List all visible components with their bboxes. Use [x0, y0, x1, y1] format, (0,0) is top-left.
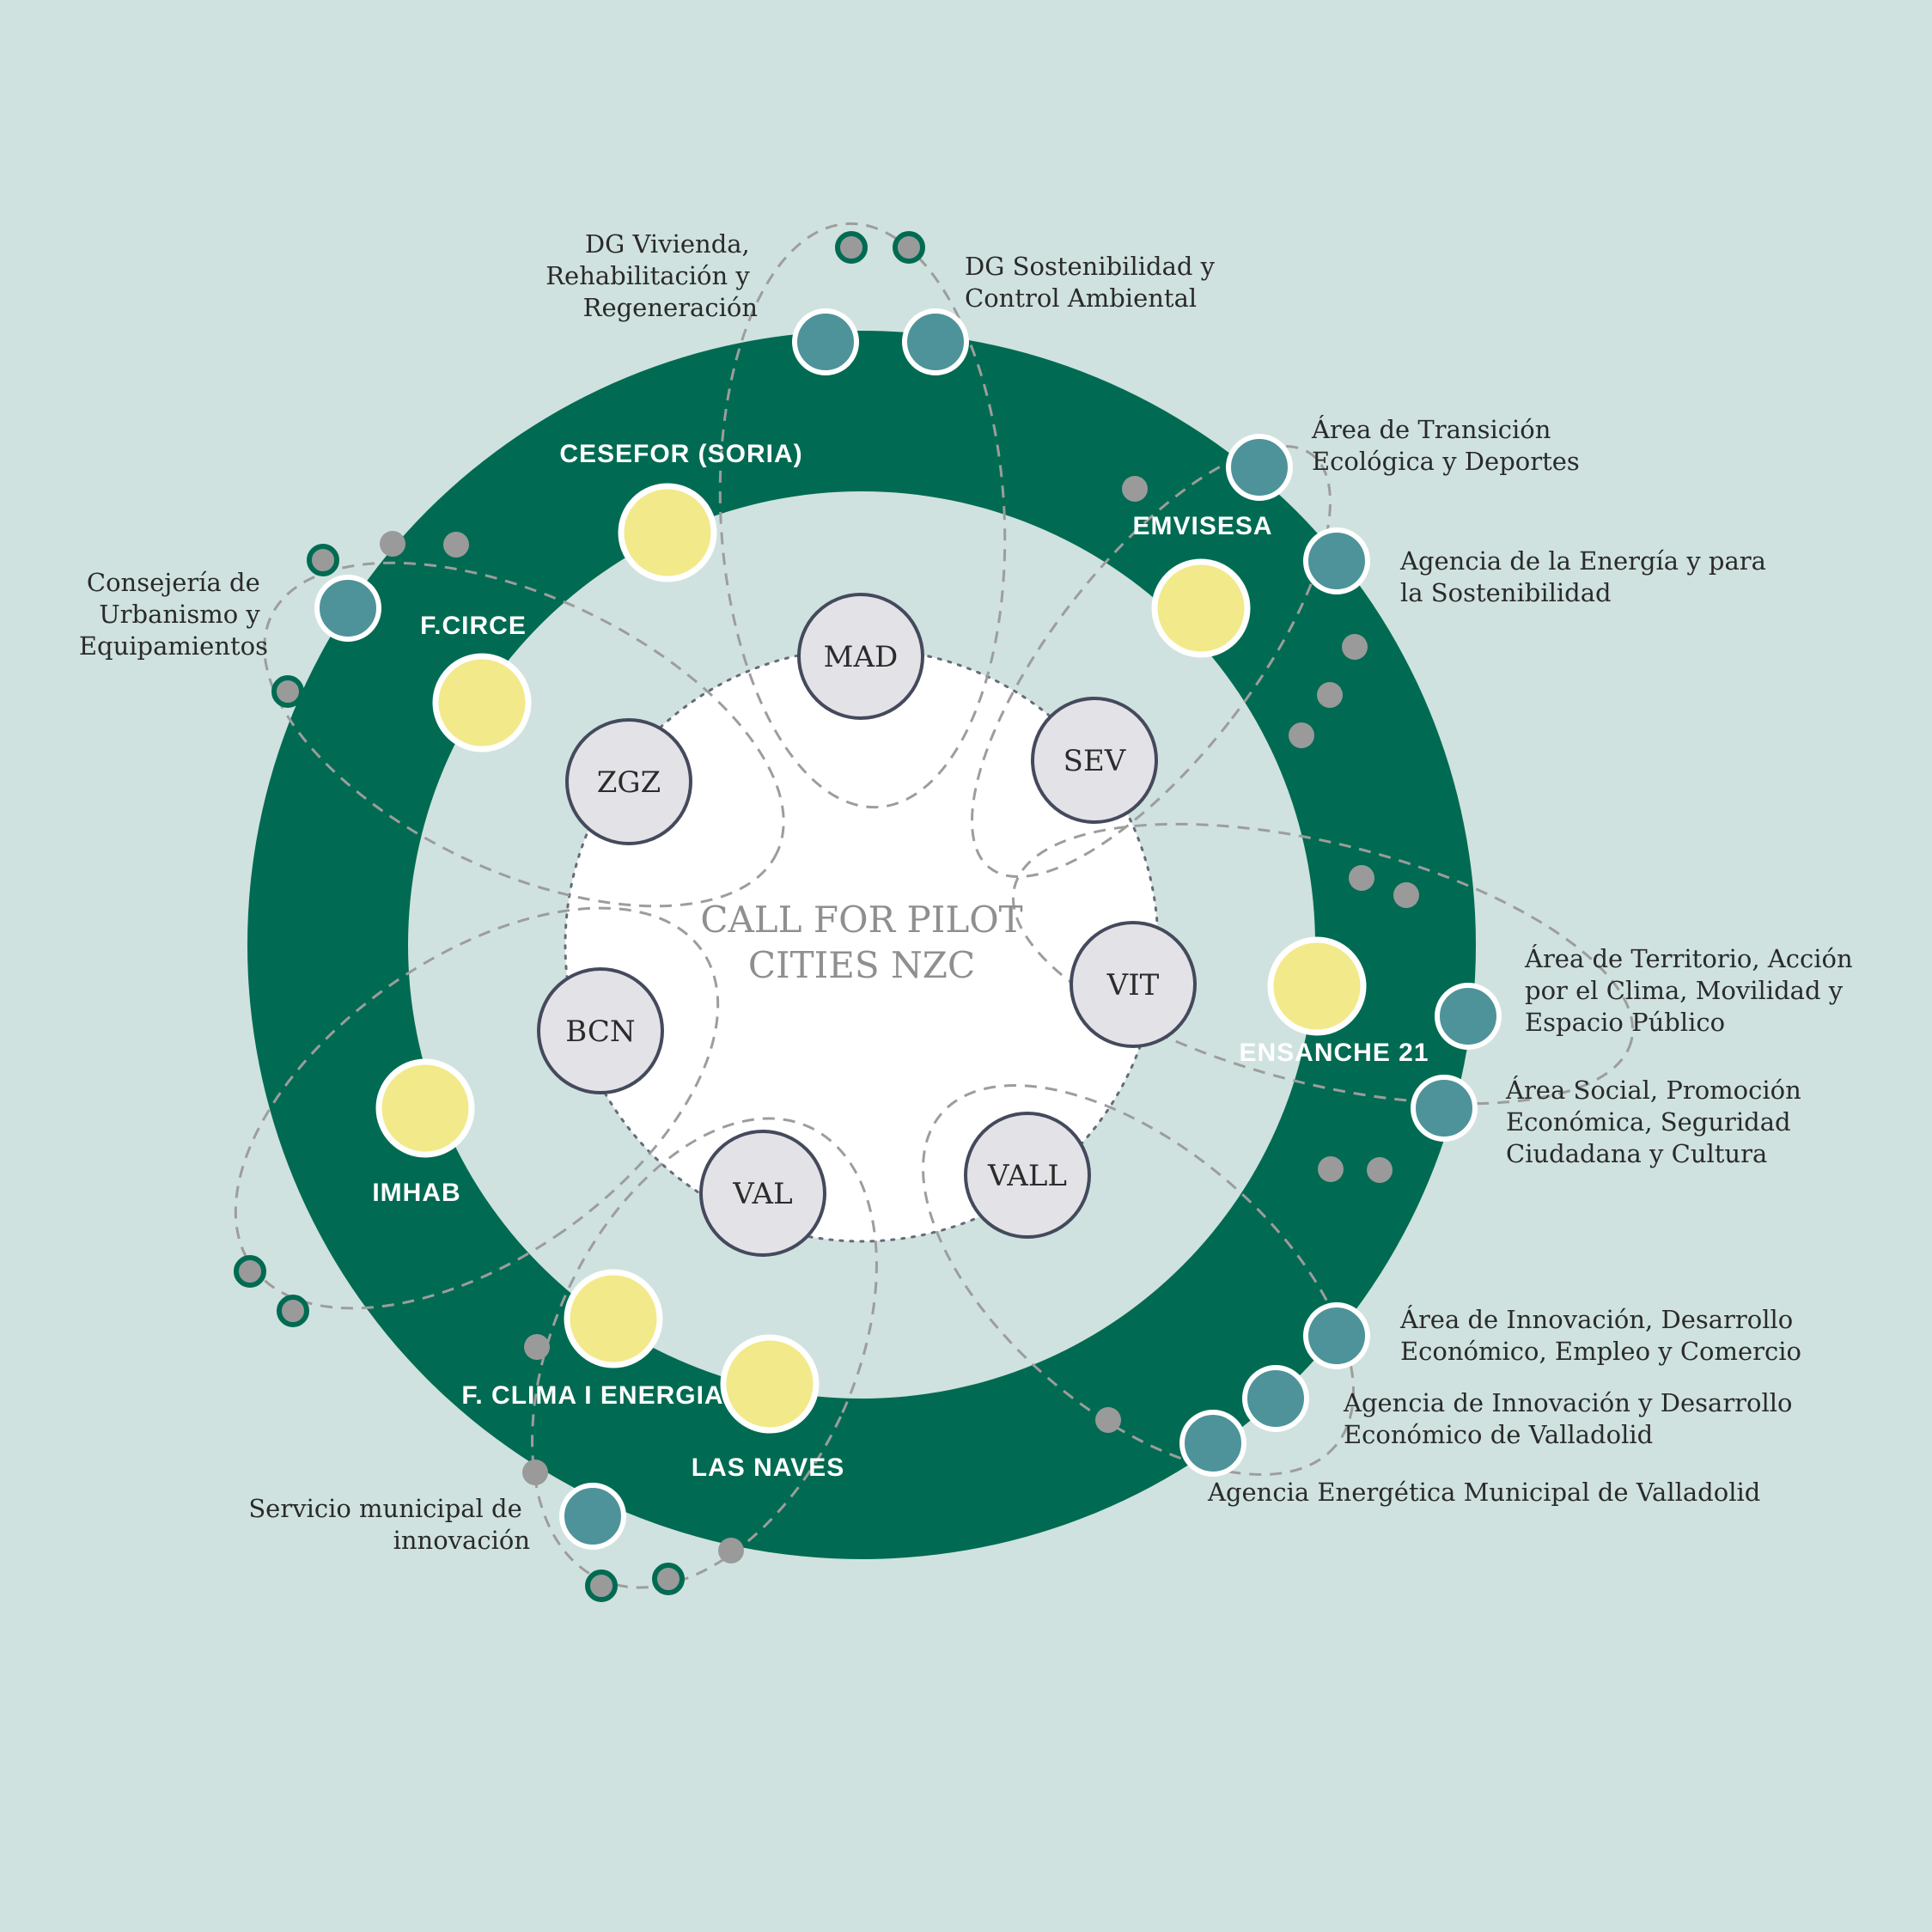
small-dot: [522, 1460, 548, 1485]
dept-node: [902, 308, 969, 375]
small-dot: [1393, 882, 1419, 908]
city-label: MAD: [824, 640, 899, 674]
org-label: F. CLIMA I ENERGIA: [461, 1381, 723, 1410]
small-dot: [524, 1334, 550, 1360]
dept-label-innovacion: Área de Innovación, Desarrollo Económico…: [1399, 1304, 1801, 1366]
center-title-line-1: CALL FOR PILOT: [700, 899, 1022, 941]
small-dot: [277, 1295, 309, 1327]
small-dot: [1317, 682, 1343, 708]
loop-sev: [970, 444, 1332, 879]
city-label: ZGZ: [597, 765, 661, 800]
org-node-las-naves: [720, 1334, 820, 1434]
small-dot: [585, 1569, 618, 1602]
org-label: ENSANCHE 21: [1239, 1039, 1429, 1067]
center-title-line-2: CITIES NZC: [748, 944, 975, 986]
org-label: LAS NAVES: [692, 1454, 844, 1482]
small-dot: [893, 231, 925, 264]
small-ringed-dots: [234, 231, 925, 1602]
org-node-cesefor: [618, 483, 717, 582]
loop-vall: [922, 1084, 1355, 1476]
dept-label-dg-sostenibilidad: DG Sostenibilidad y Control Ambiental: [965, 252, 1222, 313]
small-dot: [1318, 1156, 1344, 1182]
small-dot: [835, 231, 868, 264]
city-node: ZGZ: [565, 718, 692, 845]
org-label: IMHAB: [372, 1179, 460, 1207]
dept-label-agencia-energia: Agencia de la Energía y para la Sostenib…: [1399, 546, 1774, 607]
small-dot: [652, 1563, 685, 1595]
dept-node: [1242, 1365, 1309, 1432]
city-label: VIT: [1106, 968, 1160, 1003]
city-label: SEV: [1064, 744, 1127, 778]
org-node-emvisesa: [1151, 558, 1251, 658]
small-dot: [1367, 1157, 1393, 1183]
dept-label-agencia-innovacion: Agencia de Innovación y Desarrollo Econó…: [1343, 1388, 1801, 1449]
org-node: [375, 483, 1367, 1434]
org-node-imhab: [375, 1058, 475, 1158]
small-dot: [271, 675, 304, 708]
org-node-f-circe: [432, 653, 532, 753]
small-dot: [1349, 865, 1374, 891]
city-node: VIT: [1070, 921, 1197, 1048]
small-dot: [718, 1538, 744, 1563]
small-dot: [307, 544, 339, 576]
org-label: EMVISESA: [1132, 512, 1272, 540]
city-node: VALL: [964, 1112, 1091, 1239]
loop-zgz: [263, 561, 785, 908]
small-dot: [1095, 1407, 1121, 1433]
dept-node: [1303, 1302, 1370, 1369]
dept-node: [1179, 1410, 1246, 1477]
dept-label-servicio-innovacion: Servicio municipal de innovación: [248, 1494, 530, 1555]
dept-label-territorio: Área de Territorio, Acción por el Clima,…: [1524, 943, 1861, 1037]
city-label: BCN: [565, 1015, 635, 1049]
loop-mad: [718, 222, 1007, 809]
dept-node: [1303, 527, 1370, 594]
city-label: VALL: [987, 1159, 1067, 1193]
small-dot: [1342, 634, 1368, 660]
dept-node: [314, 575, 381, 642]
small-dot: [443, 532, 469, 558]
small-dot: [1289, 722, 1314, 748]
city-node: MAD: [797, 593, 924, 720]
small-grey-dots: [380, 476, 1419, 1563]
dept-label-transicion: Área de Transición Ecológica y Deportes: [1311, 414, 1580, 476]
dept-label-dg-vivienda: DG Vivienda, Rehabilitación y Regeneraci…: [545, 229, 758, 322]
dept-label-area-social: Área Social, Promoción Económica, Seguri…: [1505, 1075, 1809, 1168]
city-node: BCN: [537, 967, 664, 1094]
city-node: VAL: [699, 1130, 826, 1257]
city-label: VAL: [732, 1177, 792, 1211]
small-dot: [380, 531, 405, 557]
dept-node: [1435, 983, 1502, 1050]
org-label: F.CIRCE: [420, 612, 527, 640]
dept-node: [1226, 434, 1293, 501]
org-node-ensanche21: [1267, 936, 1367, 1036]
org-label: CESEFOR (SORIA): [559, 440, 802, 468]
city-node: SEV: [1031, 697, 1158, 824]
dept-node: [792, 308, 859, 375]
small-dot: [234, 1255, 266, 1288]
dept-node: [314, 308, 1502, 1550]
small-dot: [1122, 476, 1148, 502]
dept-label-agencia-energetica: Agencia Energética Municipal de Valladol…: [1207, 1478, 1760, 1507]
org-node-f-clima: [564, 1269, 663, 1368]
dept-node: [559, 1483, 626, 1550]
dept-node: [1411, 1075, 1478, 1142]
loop-vit: [1011, 822, 1635, 1106]
dept-label-consejeria: Consejería de Urbanismo y Equipamientos: [79, 568, 268, 661]
